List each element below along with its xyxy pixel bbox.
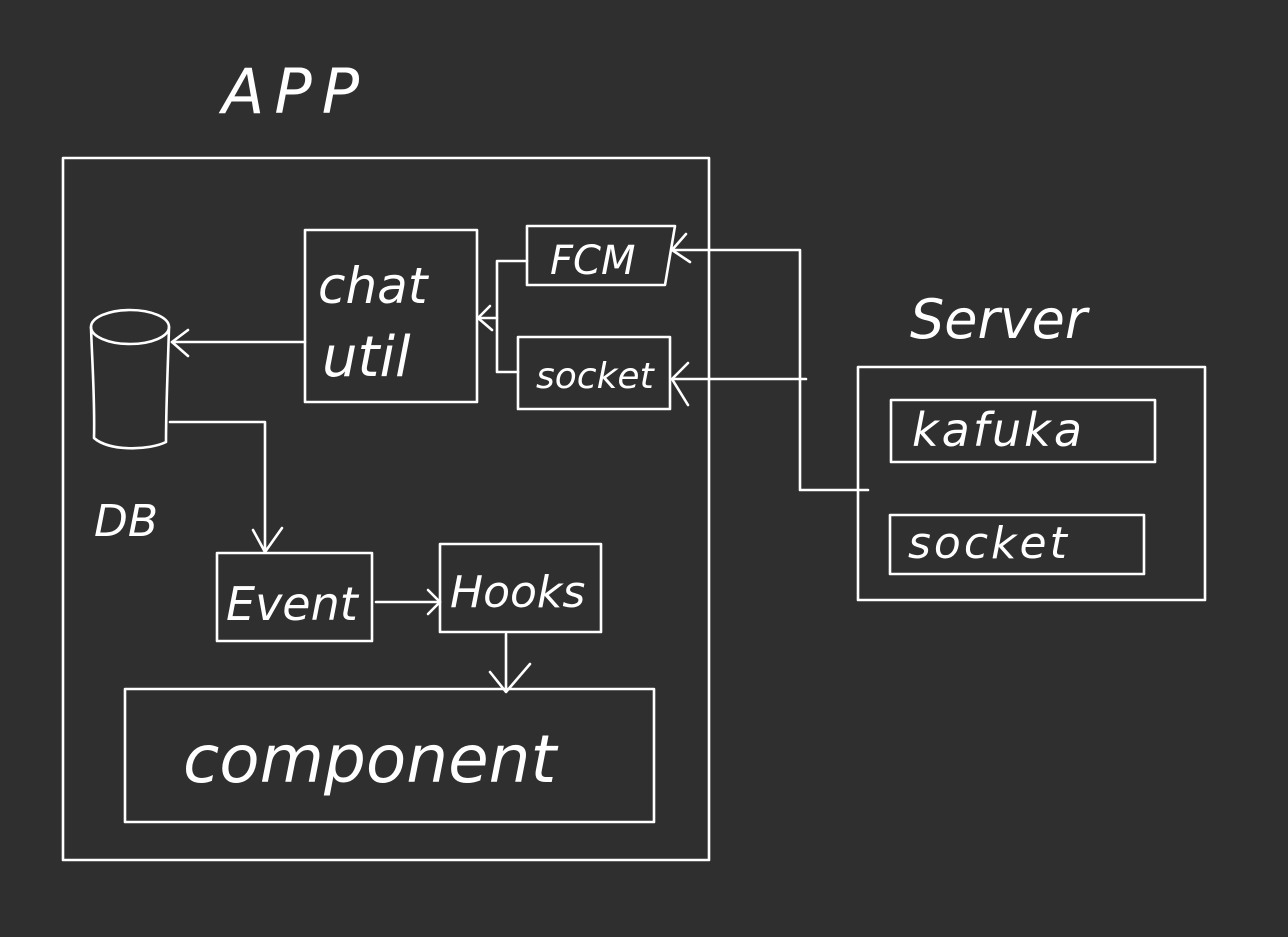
arrow-fcm-socket-to-chatutil [476, 259, 529, 374]
arrow-db-to-event [168, 420, 284, 554]
server-title: Server [910, 288, 1090, 351]
app-container [61, 156, 711, 862]
app-socket-label: socket [536, 356, 656, 397]
component-box [123, 687, 656, 824]
hooks-label: Hooks [450, 567, 585, 618]
server-socket-box [888, 513, 1146, 576]
kafka-label: kafuka [912, 403, 1085, 457]
component-label: component [183, 721, 558, 798]
arrow-event-to-hooks [374, 588, 442, 616]
chat-util-label-line2: util [322, 325, 411, 390]
app-title: APP [218, 55, 369, 128]
database-icon [89, 308, 171, 450]
fcm-label: FCM [550, 238, 635, 284]
server-container [856, 365, 1207, 602]
arrow-chatutil-to-db [170, 328, 307, 358]
arrow-server-to-fcm [670, 232, 870, 492]
chat-util-label-line1: chat [318, 257, 430, 315]
db-label: DB [94, 496, 158, 547]
kafka-box [889, 398, 1157, 464]
fcm-box [525, 224, 677, 287]
hooks-box [438, 542, 603, 634]
chat-util-box [303, 228, 479, 404]
event-box [215, 551, 374, 643]
arrow-server-to-socket [670, 361, 808, 407]
arrow-hooks-to-component [488, 632, 532, 694]
event-label: Event [226, 577, 360, 631]
server-socket-label: socket [908, 518, 1070, 569]
